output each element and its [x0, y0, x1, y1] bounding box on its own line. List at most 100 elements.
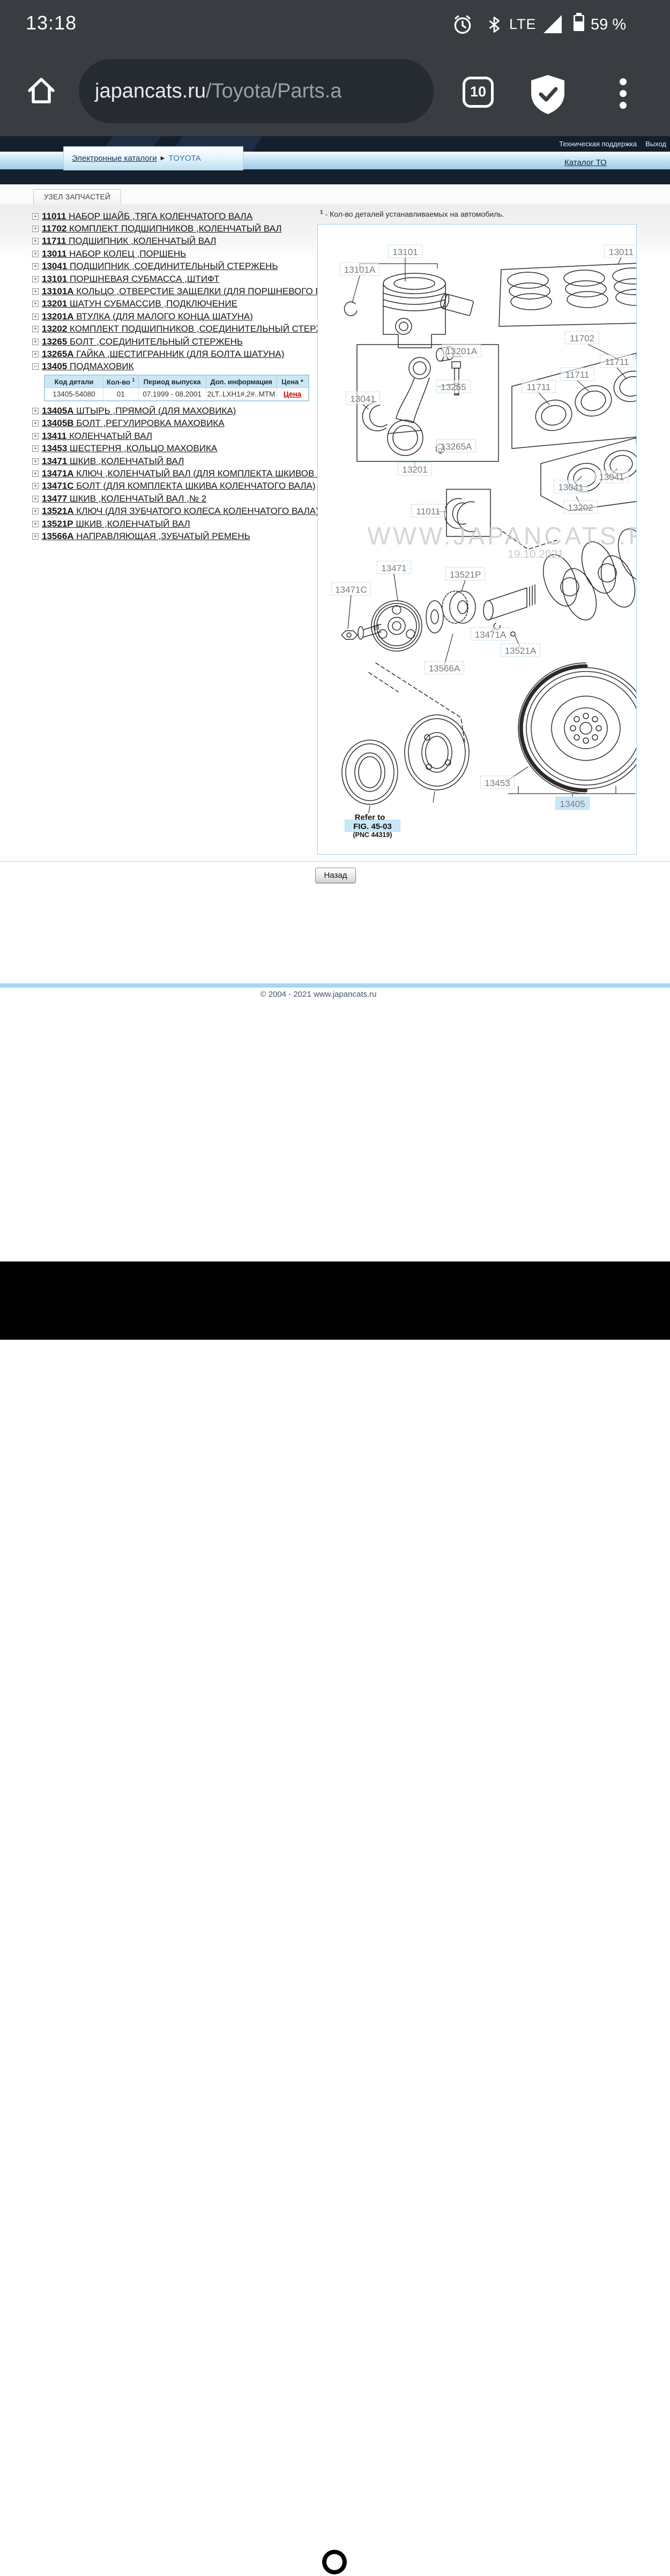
expand-icon[interactable]: + [32, 483, 39, 490]
part-link[interactable]: 13411 КОЛЕНЧАТЫЙ ВАЛ [42, 430, 152, 441]
expand-icon[interactable]: + [32, 338, 39, 345]
part-link[interactable]: 13471C БОЛТ (ДЛЯ КОМПЛЕКТА ШКИВА КОЛЕНЧА… [42, 481, 316, 491]
battery-icon [574, 13, 584, 31]
part-link[interactable]: 13011 НАБОР КОЛЕЦ ,ПОРШЕНЬ [42, 248, 187, 259]
expand-icon[interactable]: + [32, 301, 39, 308]
part-link[interactable]: 11702 КОМПЛЕКТ ПОДШИПНИКОВ ,КОЛЕНЧАТЫЙ В… [42, 223, 282, 234]
diagram-label-box [600, 354, 634, 368]
logout-link[interactable]: Выход [645, 140, 666, 148]
col-price: Цена * [276, 375, 309, 389]
price-link[interactable]: Цена [283, 390, 302, 399]
browser-menu-icon[interactable] [620, 78, 627, 109]
url-bar[interactable]: japancats.ru/Toyota/Parts.a [79, 59, 434, 123]
part-link[interactable]: 11011 НАБОР ШАЙБ ,ТЯГА КОЛЕНЧАТОГО ВАЛА [42, 211, 253, 221]
diagram-label[interactable]: 13566A [429, 663, 460, 674]
expand-icon[interactable]: + [32, 326, 39, 333]
part-link[interactable]: 13265A ГАЙКА ,ШЕСТИГРАННИК (ДЛЯ БОЛТА ША… [42, 348, 285, 359]
expand-icon[interactable]: + [32, 250, 39, 257]
diagram-label[interactable]: 11011 [416, 506, 441, 517]
catalog-to-link[interactable]: Каталог ТО [564, 158, 607, 167]
part-link[interactable]: 13471 ШКИВ ,КОЛЕНЧАТЫЙ ВАЛ [42, 456, 184, 466]
shield-check-icon[interactable] [527, 73, 569, 116]
col-qty: Кол-во 1 [103, 375, 139, 389]
nav-back-icon[interactable] [137, 2549, 158, 2574]
part-link[interactable]: 13101A КОЛЬЦО ,ОТВЕРСТИЕ ЗАЩЕЛКИ (ДЛЯ ПО… [42, 286, 317, 297]
expand-icon[interactable]: + [32, 420, 39, 427]
diagram-label[interactable]: 13405 [560, 799, 585, 809]
home-icon[interactable] [25, 73, 58, 107]
part-link[interactable]: 13202 КОМПЛЕКТ ПОДШИПНИКОВ ,СОЕДИНИТЕЛЬН… [42, 324, 317, 334]
part-link[interactable]: 13521A КЛЮЧ (ДЛЯ ЗУБЧАТОГО КОЛЕСА КОЛЕНЧ… [42, 506, 317, 517]
part-link[interactable]: 13405A ШТЫРЬ ,ПРЯМОЙ (ДЛЯ МАХОВИКА) [42, 406, 236, 416]
expand-icon[interactable]: + [32, 408, 39, 415]
diagram-label-box [388, 244, 422, 258]
diagram-label[interactable]: 13265A [441, 442, 472, 452]
qty-cell: 01 [103, 387, 139, 401]
expand-icon[interactable]: + [32, 213, 39, 220]
expand-icon[interactable]: + [32, 238, 39, 245]
diagram-label[interactable]: 13521P [450, 570, 481, 580]
diagram-label[interactable]: 13101A [344, 265, 376, 275]
part-link[interactable]: 13405 ПОДМАХОВИК [42, 361, 134, 372]
expand-icon[interactable]: + [32, 288, 39, 295]
diagram-label[interactable]: 13201 [402, 465, 427, 475]
expand-icon[interactable]: + [32, 445, 39, 452]
part-link[interactable]: 13041 ПОДШИПНИК ,СОЕДИНИТЕЛЬНЫЙ СТЕРЖЕНЬ [42, 261, 278, 272]
back-button[interactable]: Назад [315, 868, 356, 883]
diagram-label[interactable]: 13265 [441, 382, 466, 392]
diagram-label[interactable]: 11711 [527, 382, 551, 392]
diagram-label[interactable]: 13041 [599, 472, 624, 482]
part-link[interactable]: 13521P ШКИВ ,КОЛЕНЧАТЫЙ ВАЛ [42, 518, 190, 529]
diagram-label[interactable]: 11702 [570, 333, 594, 344]
expand-icon[interactable]: + [32, 471, 39, 477]
diagram-label[interactable]: 13471 [381, 563, 406, 573]
expand-icon[interactable]: + [32, 275, 39, 282]
part-link[interactable]: 13201 ШАТУН СУБМАССИВ ,ПОДКЛЮЧЕНИЕ [42, 298, 237, 309]
part-link[interactable]: 13471A КЛЮЧ ,КОЛЕНЧАТЫЙ ВАЛ (ДЛЯ КОМПЛЕК… [42, 468, 317, 479]
part-link[interactable]: 13477 ШКИВ ,КОЛЕНЧАТЫЙ ВАЛ ,№ 2 [42, 493, 207, 504]
diagram-label[interactable]: 13471A [475, 630, 507, 640]
diagram-label[interactable]: 13041 [350, 394, 375, 404]
diagram-label[interactable]: 13521A [505, 646, 537, 656]
collapse-icon[interactable]: − [32, 363, 39, 370]
diagram-label[interactable]: 13041 [558, 482, 583, 492]
nav-recents-icon[interactable] [507, 2550, 531, 2573]
expand-icon[interactable]: + [32, 263, 39, 270]
expand-icon[interactable]: + [32, 533, 39, 540]
diagram-label[interactable]: 13011 [609, 247, 634, 257]
diagram-label-box [377, 561, 411, 574]
expand-icon[interactable]: + [32, 458, 39, 465]
diagram-label[interactable]: 13471C [335, 585, 367, 595]
expand-icon[interactable]: + [32, 508, 39, 515]
tab-parts-node[interactable]: УЗЕЛ ЗАПЧАСТЕЙ [33, 189, 121, 205]
expand-icon[interactable]: + [32, 520, 39, 527]
diagram-label-box [555, 796, 590, 810]
part-link[interactable]: 13265 БОЛТ ,СОЕДИНИТЕЛЬНЫЙ СТЕРЖЕНЬ [42, 336, 243, 347]
expand-icon[interactable]: + [32, 313, 39, 320]
breadcrumb-catalogs-link[interactable]: Электронные каталоги [72, 154, 157, 163]
part-link[interactable]: 11711 ПОДШИПНИК ,КОЛЕНЧАТЫЙ ВАЛ [42, 236, 217, 247]
diagram-label[interactable]: 13201A [446, 346, 478, 356]
parts-list-item: +13521A КЛЮЧ (ДЛЯ ЗУБЧАТОГО КОЛЕСА КОЛЕН… [32, 505, 317, 518]
alarm-icon [454, 15, 471, 34]
parts-list-item: +13411 КОЛЕНЧАТЫЙ ВАЛ [32, 430, 317, 442]
expand-icon[interactable]: + [32, 432, 39, 439]
diagram-label-box [480, 775, 515, 789]
diagram-label[interactable]: 13202 [568, 503, 593, 513]
diagram-label[interactable]: 13453 [485, 778, 510, 788]
diagram-label[interactable]: 13101 [392, 247, 418, 257]
diagram-label[interactable]: 11711 [565, 370, 590, 380]
part-link[interactable]: 13453 ШЕСТЕРНЯ ,КОЛЬЦО МАХОВИКА [42, 443, 218, 454]
part-link[interactable]: 13101 ПОРШНЕВАЯ СУБМАССА ,ШТИФТ [42, 273, 220, 284]
diagram-label[interactable]: 11711 [605, 357, 629, 367]
support-link[interactable]: Техническая поддержка [559, 140, 637, 148]
part-link[interactable]: 13566A НАПРАВЛЯЮЩАЯ ,ЗУБЧАТЫЙ РЕМЕНЬ [42, 531, 250, 541]
expand-icon[interactable]: + [32, 226, 39, 233]
diagram-label-box [563, 500, 598, 514]
expand-icon[interactable]: + [32, 495, 39, 502]
part-link[interactable]: 13201A ВТУЛКА (ДЛЯ МАЛОГО КОНЦА ШАТУНА) [42, 311, 253, 322]
part-link[interactable]: 13405B БОЛТ ,РЕГУЛИРОВКА МАХОВИКА [42, 418, 225, 429]
expand-icon[interactable]: + [32, 350, 39, 357]
tab-counter[interactable]: 10 [463, 77, 494, 108]
nav-home-icon[interactable] [321, 2548, 348, 2576]
